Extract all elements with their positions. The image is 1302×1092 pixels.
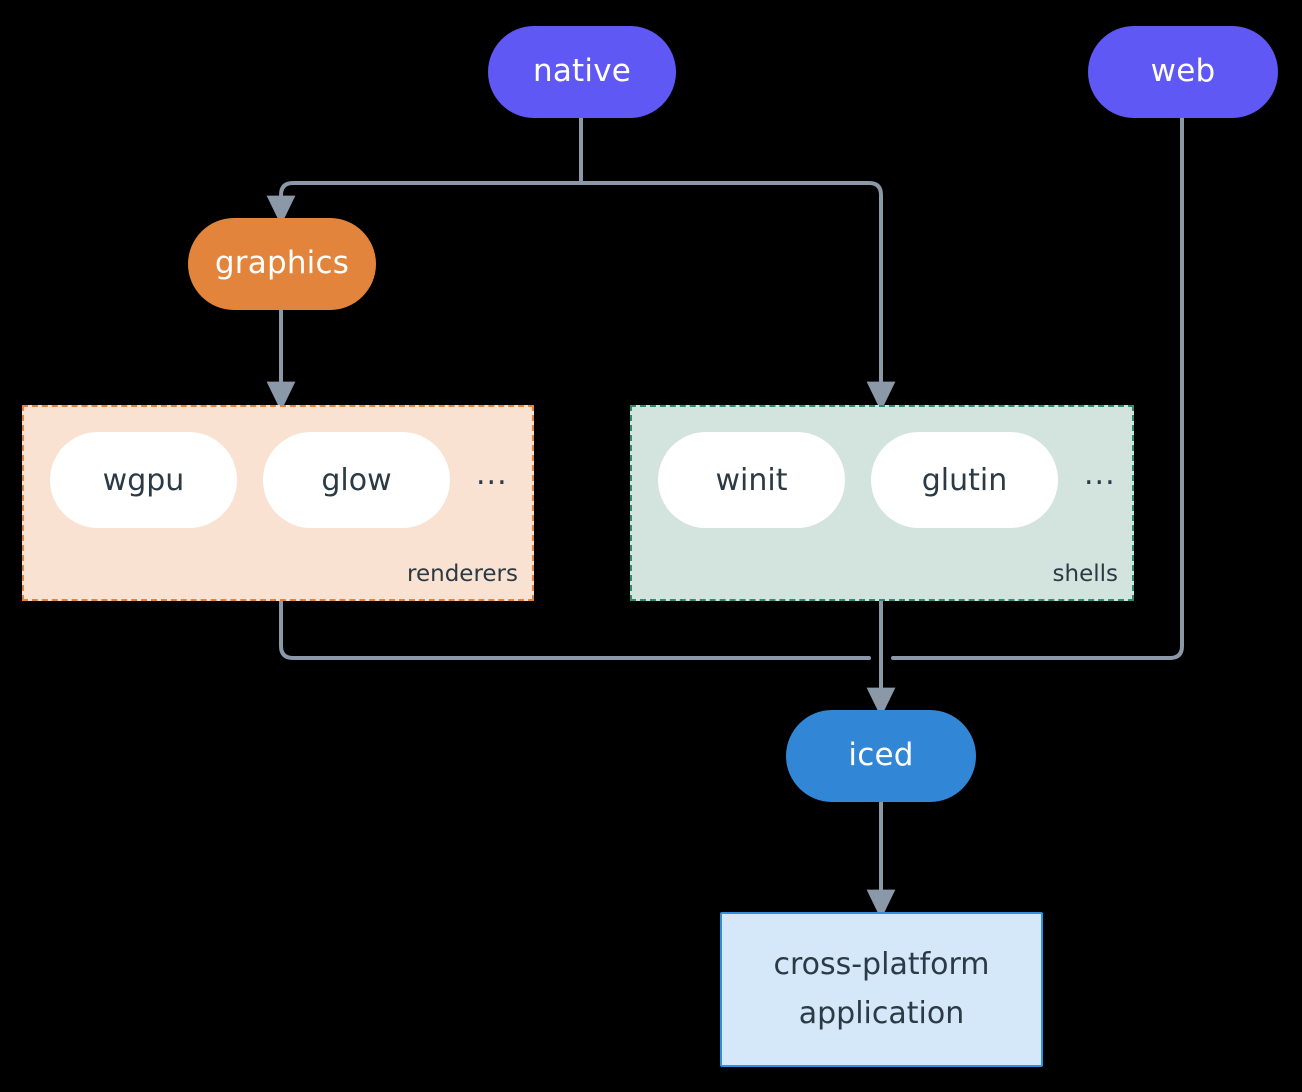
- shells-more-ellipsis: ...: [1084, 456, 1116, 492]
- group-shells-label: shells: [1052, 561, 1118, 587]
- leaf-glutin-label: glutin: [921, 462, 1008, 498]
- leaf-winit[interactable]: winit: [658, 432, 845, 528]
- leaf-glow-label: glow: [321, 462, 392, 498]
- node-native[interactable]: native: [488, 26, 676, 118]
- group-shells: winit glutin ... shells: [630, 405, 1134, 601]
- leaf-wgpu-label: wgpu: [102, 462, 185, 498]
- leaf-wgpu[interactable]: wgpu: [50, 432, 237, 528]
- group-renderers-items: wgpu glow ...: [50, 432, 508, 528]
- application-label-line1: cross-platform: [773, 946, 990, 982]
- leaf-glutin[interactable]: glutin: [871, 432, 1058, 528]
- node-web[interactable]: web: [1088, 26, 1278, 118]
- leaf-winit-label: winit: [715, 462, 788, 498]
- node-graphics[interactable]: graphics: [188, 218, 376, 310]
- leaf-glow[interactable]: glow: [263, 432, 450, 528]
- group-renderers-label: renderers: [407, 561, 518, 587]
- edge-renderers-to-iced: [279, 599, 871, 660]
- renderers-more-ellipsis: ...: [476, 456, 508, 492]
- node-native-label: native: [532, 53, 632, 90]
- group-renderers: wgpu glow ... renderers: [22, 405, 534, 601]
- node-iced-label: iced: [848, 737, 914, 774]
- edge-native-to-graphics: [266, 181, 583, 226]
- edge-native-to-shells: [579, 181, 896, 412]
- application-label-line2: application: [798, 995, 965, 1031]
- node-cross-platform-application[interactable]: cross-platform application: [720, 912, 1043, 1067]
- node-web-label: web: [1150, 53, 1216, 90]
- node-graphics-label: graphics: [214, 245, 350, 282]
- group-shells-items: winit glutin ...: [658, 432, 1116, 528]
- node-iced[interactable]: iced: [786, 710, 976, 802]
